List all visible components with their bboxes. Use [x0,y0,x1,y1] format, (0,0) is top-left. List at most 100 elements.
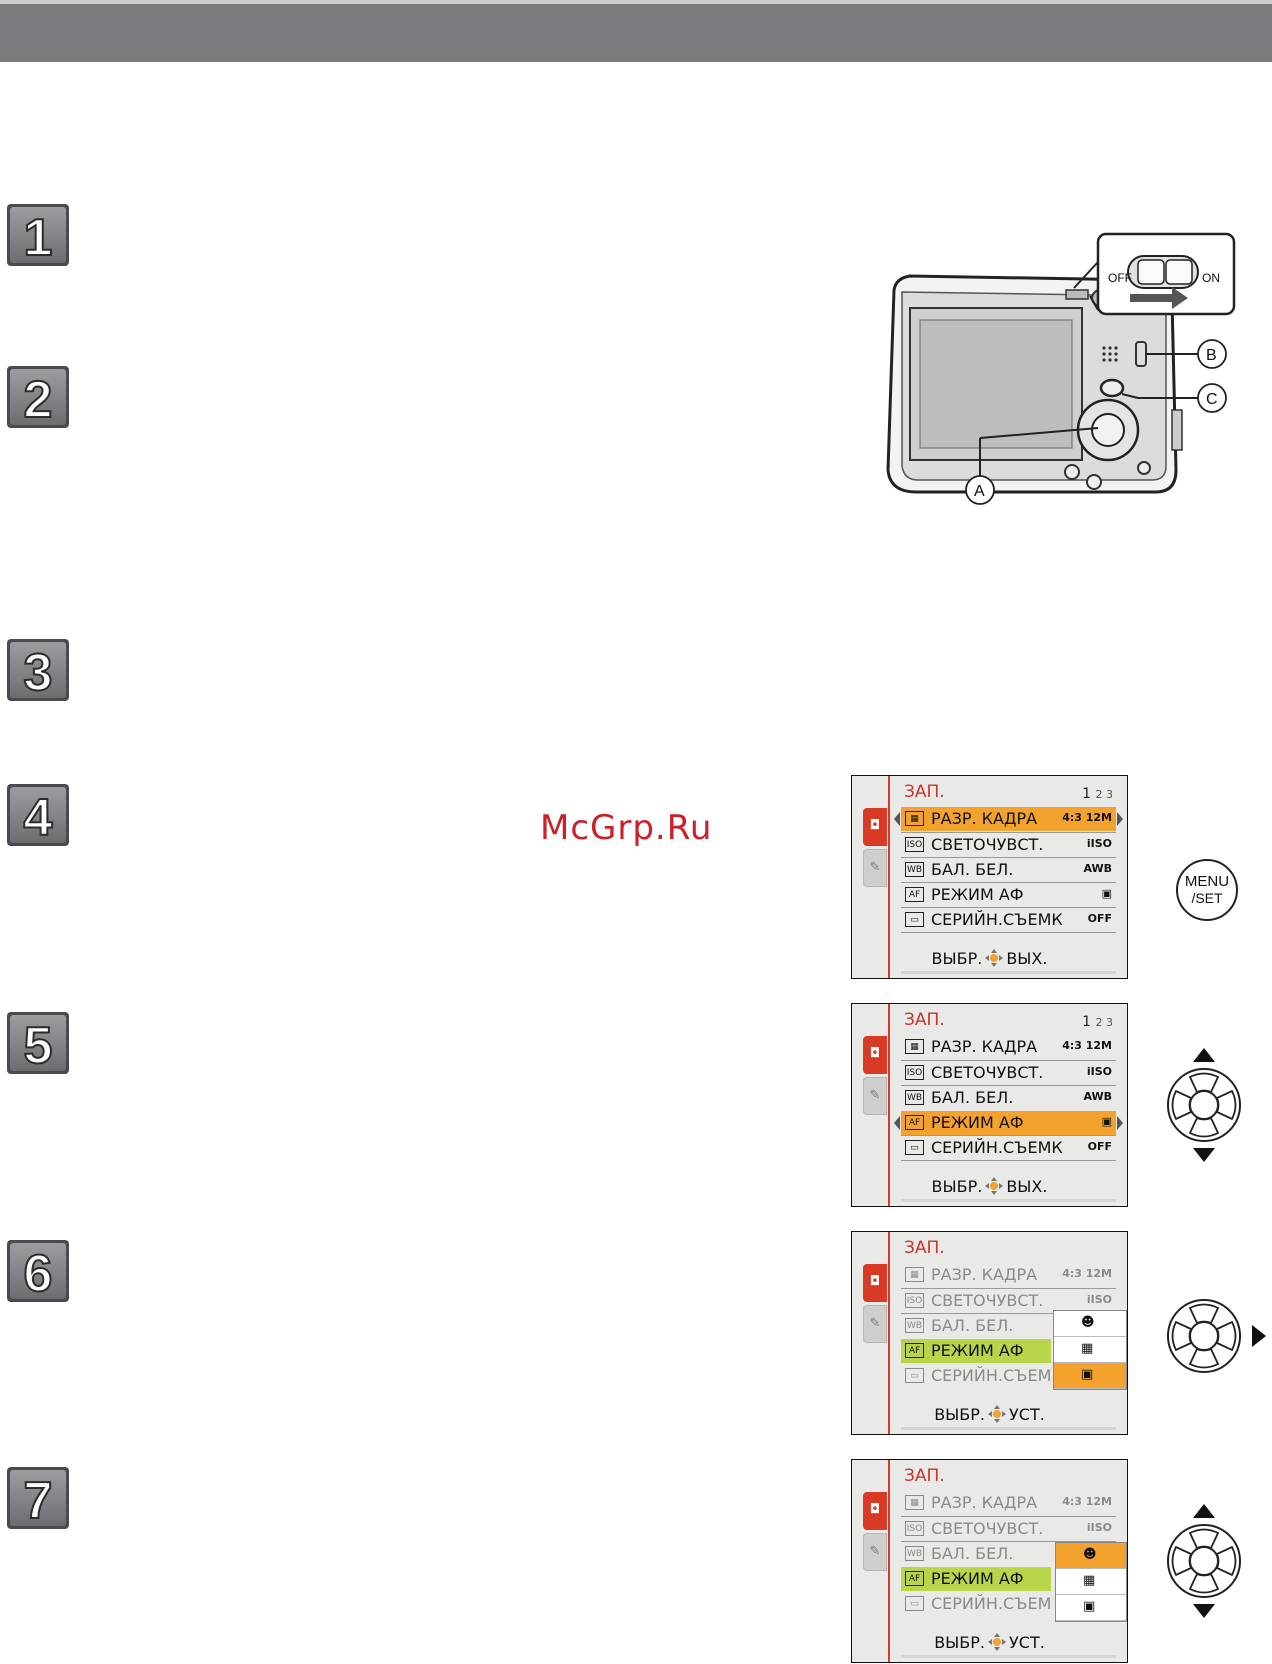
dpad-up-down[interactable] [1166,1040,1242,1175]
step-number: 4 [24,789,53,847]
af-option-single[interactable]: ▣ [1056,1595,1126,1621]
step-badge-7: 7 [5,1465,71,1531]
wrench-icon: ✎ [869,1544,881,1559]
tab-record[interactable]: ◘ [863,808,887,846]
tab-divider [888,1232,890,1434]
wrench-icon: ✎ [869,1088,881,1103]
arrow-right-icon [1252,1325,1266,1347]
tab-divider [888,1004,890,1206]
face-detect-icon: ☻ [1081,1315,1095,1330]
menu-footer: ВЫБР.УСТ. [934,1405,1045,1424]
af-option-face[interactable]: ☻ [1054,1311,1126,1337]
callout-c: C [1206,391,1218,408]
dpad-up-down-2[interactable] [1166,1496,1242,1631]
resolution-icon: ▦ [905,1039,924,1054]
arrow-down-icon [1193,1604,1215,1618]
menu-row-burst[interactable]: ▭СЕРИЙН.СЪЕМ [901,1592,1116,1616]
multi-area-icon: ▦ [1083,1573,1096,1588]
camera-icon: ◘ [869,818,881,833]
separator [901,1541,1116,1542]
step-badge-5: 5 [5,1010,71,1076]
arrow-down-icon [1193,1148,1215,1162]
separator [901,1060,1116,1061]
burst-icon: ▭ [905,1140,924,1155]
menu-title: ЗАП. [904,782,945,802]
separator [901,1135,1116,1136]
af-options-popup: ☻ ▦ ▣ [1055,1542,1127,1622]
wrench-icon: ✎ [869,860,881,875]
dpad-right[interactable] [1166,1298,1270,1379]
burst-icon: ▭ [905,1368,924,1383]
multi-area-icon: ▦ [1081,1341,1094,1356]
footer-line [901,1199,1116,1202]
menu-row-burst[interactable]: ▭СЕРИЙН.СЪЕМ [901,1364,1116,1388]
separator [901,882,1116,883]
burst-icon: ▭ [905,912,924,927]
iso-icon: ISO [905,1065,924,1080]
page-indicator: 1 2 3 [1082,1014,1113,1030]
arrow-right-icon [1117,1116,1123,1130]
resolution-icon: ▦ [905,811,924,826]
tab-record[interactable]: ◘ [863,1036,887,1074]
step-number: 7 [24,1472,53,1530]
menu-set-label-1: MENU [1185,873,1229,890]
tab-divider [888,776,890,978]
tab-setup[interactable]: ✎ [863,1533,887,1571]
menu-set-button[interactable]: MENU /SET [1174,857,1240,928]
tab-setup[interactable]: ✎ [863,849,887,887]
af-option-multi[interactable]: ▦ [1056,1569,1126,1595]
af-option-single[interactable]: ▣ [1054,1363,1126,1389]
step-number: 3 [24,644,53,702]
wb-icon: WB [905,1546,924,1561]
page-indicator: 1 2 3 [1082,786,1113,802]
dpad-icon [985,949,1004,967]
af-option-multi[interactable]: ▦ [1054,1337,1126,1363]
single-area-icon: ▣ [1083,1599,1096,1614]
footer-line [901,1427,1116,1430]
tab-record[interactable]: ◘ [863,1264,887,1302]
footer-line [901,1655,1116,1658]
menu-set-label-2: /SET [1191,890,1223,906]
resolution-icon: ▦ [905,1267,924,1282]
tab-setup[interactable]: ✎ [863,1305,887,1343]
switch-off-label: OFF [1108,271,1132,285]
wb-icon: WB [905,1318,924,1333]
tab-setup[interactable]: ✎ [863,1077,887,1115]
af-option-face[interactable]: ☻ [1056,1543,1126,1569]
dpad-icon [985,1177,1004,1195]
menu-title: ЗАП. [904,1238,945,1258]
tab-record[interactable]: ◘ [863,1492,887,1530]
footer-line [901,971,1116,974]
iso-icon: ISO [905,1293,924,1308]
step-badge-3: 3 [5,637,71,703]
arrow-left-icon [894,812,900,826]
tab-divider [888,1460,890,1662]
wb-icon: WB [905,862,924,877]
step-badge-6: 6 [5,1238,71,1304]
single-area-icon: ▣ [1081,1367,1094,1382]
separator [901,1085,1116,1086]
header-bar [0,0,1272,62]
separator [901,907,1116,908]
step-badge-1: 1 [5,202,71,268]
watermark: McGrp.Ru [540,808,713,848]
